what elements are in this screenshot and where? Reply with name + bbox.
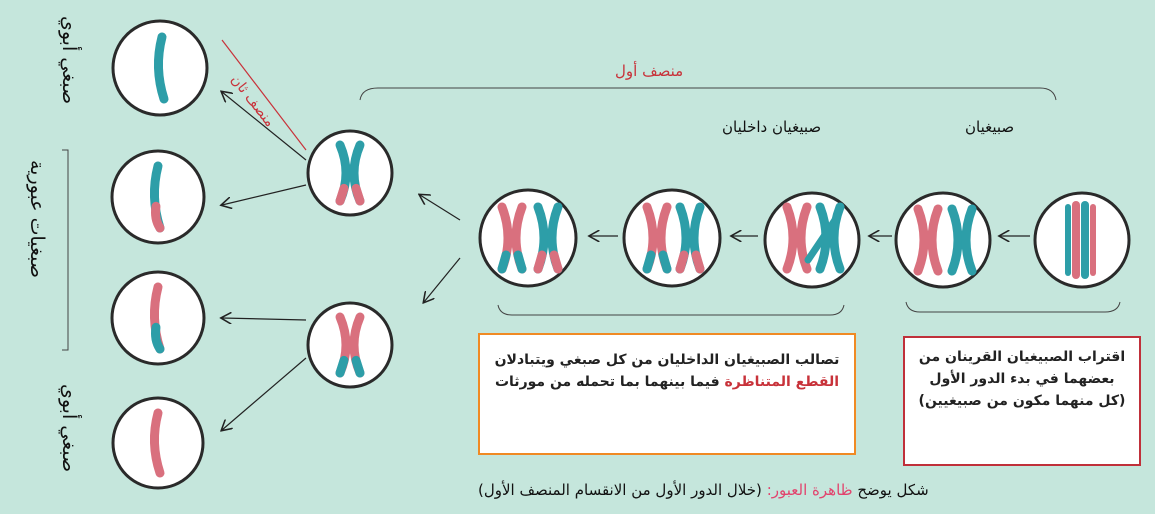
inner-chromatids-label: صبيغيان داخليان <box>722 118 821 136</box>
recombinant-bracket <box>62 150 68 350</box>
caption-prefix: شكل يوضح <box>857 481 928 499</box>
tetrad-pink-segment-b <box>518 255 522 269</box>
tetrad-blue-segment-b <box>554 255 558 269</box>
crossing-text-highlight: القطع المتناظرة <box>725 374 840 390</box>
chromatids-label: صبيغيان <box>965 118 1014 136</box>
meiosis1-label: منصف أول <box>615 62 683 80</box>
caption-suffix: (خلال الدور الأول من الانقسام المنصف الأ… <box>478 481 762 499</box>
synapsis-bracket <box>906 302 1120 312</box>
exchange-blue-segment-b <box>696 255 700 269</box>
arrow-to-top-cell <box>420 195 460 220</box>
parental-chromosome-top-label: صبغي أبوي <box>58 16 80 104</box>
arrow-gamete-2 <box>222 185 306 205</box>
synapsis-text: اقتراب الصبيغيان القرينان من بعضهما في ب… <box>919 349 1126 409</box>
meiosis2-line <box>222 40 306 150</box>
tetrad-blue-segment-a <box>538 255 542 269</box>
arrow-gamete-4 <box>222 358 306 430</box>
meiosis1-bracket <box>360 88 1056 100</box>
crossing-description-box: تصالب الصبيغيان الداخليان من كل صبغي ويت… <box>478 333 856 455</box>
exchange-pink-segment-a <box>647 255 651 269</box>
caption-highlight: ظاهرة العبور: <box>767 481 853 499</box>
figure-caption: شكل يوضح ظاهرة العبور: (خلال الدور الأول… <box>478 481 929 499</box>
meiosis2-top-chromo-segment-a <box>340 188 344 201</box>
meiosis2-bottom-chromo-segment-b <box>356 360 360 373</box>
arrow-to-bottom-cell <box>424 258 460 302</box>
meiosis2-bottom-chromo-segment-a <box>340 360 344 373</box>
meiosis2-top-chromo-segment-b <box>356 188 360 201</box>
cell-crossing <box>765 193 859 287</box>
tetrad-pink-segment-a <box>502 255 506 269</box>
synapsis-description-box: اقتراب الصبيغيان القرينان من بعضهما في ب… <box>903 336 1141 466</box>
parental-chromosome-bottom-label: صبغي أبوي <box>58 384 80 472</box>
crossing-bracket <box>498 305 844 315</box>
cell-exchange <box>624 190 720 286</box>
gamete-3-chromatid-lower <box>156 327 161 349</box>
exchange-blue-segment-a <box>680 255 684 269</box>
gamete-2-chromatid-lower <box>156 206 161 228</box>
crossing-text-a: تصالب الصبيغيان الداخليان من كل صبغي ويت… <box>495 352 840 368</box>
exchange-pink-segment-b <box>663 255 667 269</box>
crossing-text-b: فيما بينهما بما تحمله من مورثات <box>495 374 720 390</box>
arrow-gamete-3 <box>222 318 306 320</box>
recombinant-chromosomes-label: صبغيات عبورية <box>26 160 48 278</box>
